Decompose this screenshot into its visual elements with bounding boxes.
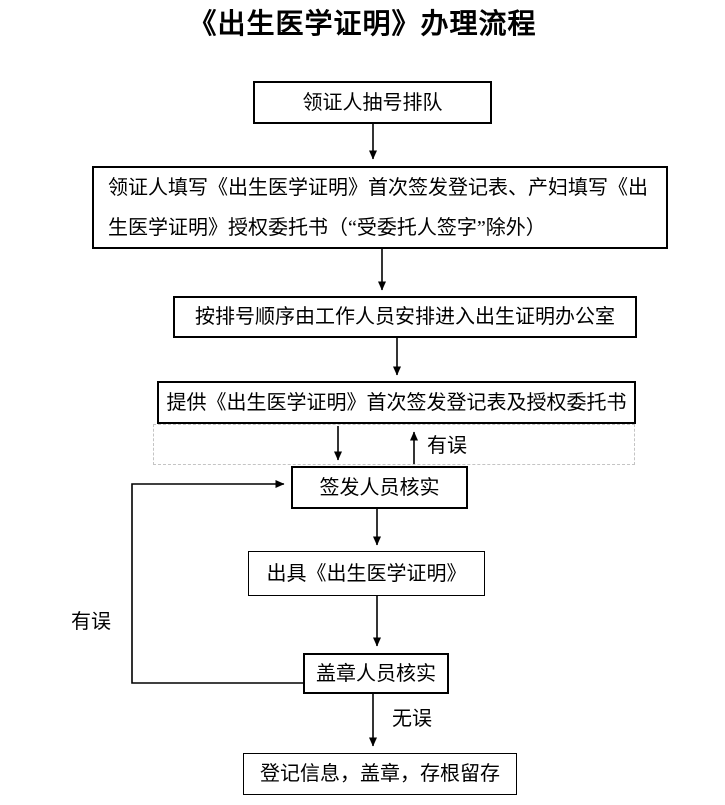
- node-register: 登记信息，盖章，存根留存: [243, 753, 517, 795]
- node-issue-cert: 出具《出生医学证明》: [248, 551, 485, 596]
- node-enter-office: 按排号顺序由工作人员安排进入出生证明办公室: [173, 296, 637, 338]
- error-check-dashed-region: [153, 424, 635, 465]
- page-title: 《出生医学证明》办理流程: [188, 9, 537, 40]
- node-stamp-verify-label: 盖章人员核实: [316, 662, 436, 685]
- node-stamp-verify: 盖章人员核实: [303, 653, 449, 694]
- node-enter-office-label: 按排号顺序由工作人员安排进入出生证明办公室: [195, 306, 615, 328]
- node-issue-cert-label: 出具《出生医学证明》: [266, 562, 467, 585]
- node-fill-forms: 领证人填写《出生医学证明》首次签发登记表、产妇填写《出生医学证明》授权委托书（“…: [92, 166, 668, 249]
- node-provide-docs: 提供《出生医学证明》首次签发登记表及授权委托书: [157, 381, 636, 424]
- node-queue: 领证人抽号排队: [253, 81, 492, 124]
- edge-label-error-left: 有误: [71, 611, 111, 633]
- node-fill-forms-label: 领证人填写《出生医学证明》首次签发登记表、产妇填写《出生医学证明》授权委托书（“…: [108, 176, 648, 239]
- node-issuer-verify-label: 签发人员核实: [319, 476, 440, 499]
- node-provide-docs-label: 提供《出生医学证明》首次签发登记表及授权委托书: [166, 391, 627, 414]
- edge-label-no-error: 无误: [392, 708, 432, 730]
- node-register-label: 登记信息，盖章，存根留存: [260, 763, 500, 785]
- node-issuer-verify: 签发人员核实: [291, 466, 468, 509]
- node-queue-label: 领证人抽号排队: [302, 91, 443, 114]
- edge-label-error-top: 有误: [427, 435, 467, 457]
